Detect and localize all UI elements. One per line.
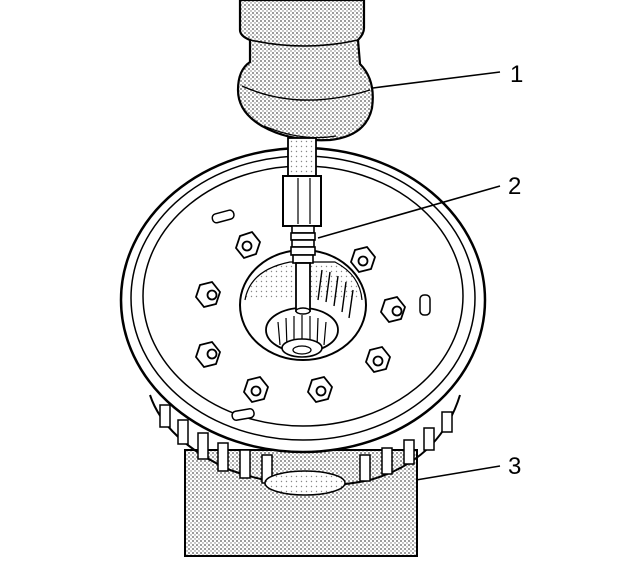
callout-2: 2: [508, 173, 521, 200]
bolt-hole: [242, 375, 270, 404]
bolt-hole: [194, 280, 222, 309]
leader-line-1: [372, 71, 501, 89]
callout-1: 1: [510, 61, 523, 88]
bolt-hole: [194, 340, 222, 369]
bolt-hole: [364, 345, 392, 374]
pilot-pin: [290, 225, 316, 315]
bolt-hole: [349, 245, 377, 274]
leader-line-2: [317, 185, 501, 239]
gear-teeth-skirt: [149, 394, 461, 496]
bolt-holes: [194, 230, 407, 404]
bolt-hole: [306, 375, 334, 404]
leader-lines: [317, 71, 501, 481]
callout-3: 3: [508, 453, 521, 480]
bolt-hole: [234, 230, 262, 260]
bolt-hole: [379, 295, 407, 324]
leader-line-3: [415, 465, 501, 481]
pilot-handle-tool: [236, 0, 374, 227]
